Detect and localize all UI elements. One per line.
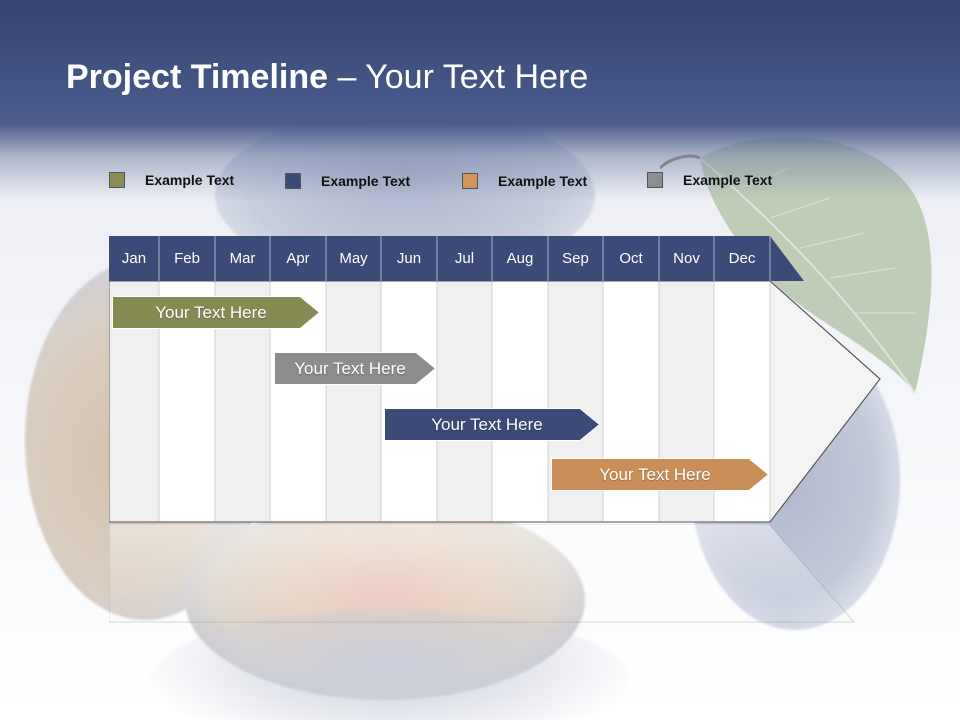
task-arrow-fill	[551, 458, 769, 491]
task-arrow: Your Text Here	[274, 352, 436, 385]
month-label: Oct	[619, 250, 643, 267]
month-label: Jan	[121, 250, 147, 267]
task-arrow-fill	[112, 296, 320, 329]
page-title-bold: Project Timeline	[66, 58, 329, 96]
task-arrow-fill	[384, 408, 600, 441]
legend-swatch	[285, 173, 301, 189]
month-column	[492, 281, 548, 521]
legend-swatch	[462, 173, 478, 189]
month-label: Dec	[728, 250, 756, 267]
month-label: Jun	[396, 250, 422, 267]
legend-label: Example Text	[683, 172, 773, 188]
task-arrow: Your Text Here	[384, 408, 600, 441]
month-label: Nov	[673, 250, 700, 267]
timeline-grid	[109, 236, 881, 523]
month-label: Jul	[454, 250, 475, 267]
plum-image-bottom	[150, 610, 630, 720]
month-label: Mar	[229, 250, 256, 267]
task-label: Your Text Here	[294, 359, 406, 378]
month-header-band	[109, 236, 804, 281]
timeline-chart: Jan Feb Mar Apr May Jun Jul Aug Sep Oct Nov Dec You…	[109, 236, 889, 536]
month-label: Apr	[286, 250, 310, 267]
title-band	[0, 0, 960, 200]
task-arrow-shape	[384, 408, 600, 441]
legend-item: Example Text	[109, 170, 234, 190]
legend-item: Example Text	[462, 171, 587, 191]
task-arrow-shape	[274, 352, 436, 385]
task-arrow: Your Text Here	[551, 458, 769, 491]
month-label: Aug	[506, 250, 534, 267]
task-arrow-shape	[551, 458, 769, 491]
task-label: Your Text Here	[431, 415, 543, 434]
month-column	[326, 281, 381, 521]
page-title: Project Timeline – Your Text Here	[66, 58, 588, 97]
legend-label: Example Text	[321, 173, 411, 189]
legend-label: Example Text	[145, 172, 235, 188]
legend-swatch	[109, 172, 125, 188]
task-label: Your Text Here	[599, 465, 711, 484]
legend-label: Example Text	[498, 173, 588, 189]
page-title-rest: – Your Text Here	[328, 58, 589, 96]
task-arrow: Your Text Here	[112, 296, 320, 329]
legend-item: Example Text	[647, 170, 772, 190]
task-arrow-shape	[112, 296, 320, 329]
month-column	[437, 281, 492, 521]
legend-swatch	[647, 172, 663, 188]
month-label: May	[339, 250, 368, 267]
legend-item: Example Text	[285, 171, 410, 191]
task-label: Your Text Here	[155, 303, 267, 322]
month-label: Sep	[562, 250, 589, 267]
month-column	[381, 281, 437, 521]
month-label: Feb	[174, 250, 200, 267]
task-arrow-fill	[274, 352, 436, 385]
